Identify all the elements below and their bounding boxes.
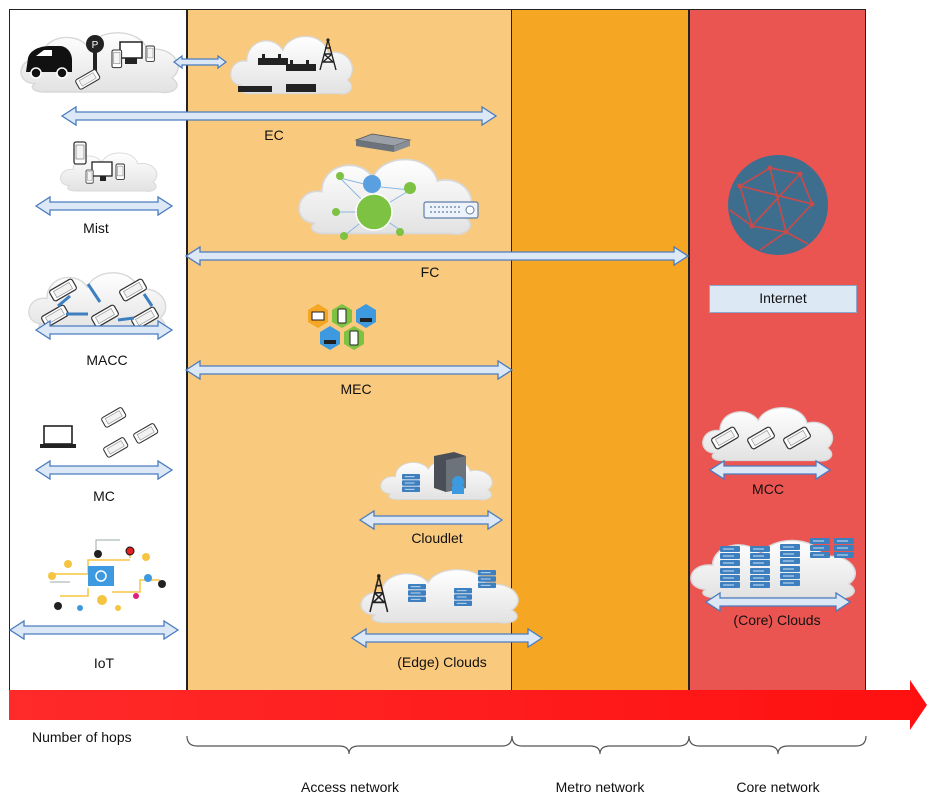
car-icon bbox=[26, 46, 72, 79]
core-network-brace bbox=[688, 735, 867, 755]
globe-icon bbox=[728, 155, 828, 255]
iot-range-arrow bbox=[8, 619, 180, 641]
core-network-label: Core network bbox=[736, 779, 820, 795]
mc-label: MC bbox=[93, 488, 115, 504]
ec-range-arrow bbox=[60, 105, 498, 127]
svg-text:P: P bbox=[92, 40, 99, 51]
fc-range-arrow bbox=[184, 245, 690, 267]
access-network-label: Access network bbox=[300, 779, 400, 795]
internet-box bbox=[709, 285, 857, 313]
internet-label: Internet bbox=[759, 290, 807, 306]
iot-label: IoT bbox=[93, 655, 115, 671]
ec-device-access-arrow bbox=[172, 54, 228, 70]
mc-range-arrow bbox=[34, 459, 174, 481]
number-of-hops-label: Number of hops bbox=[32, 729, 132, 745]
edge-clouds-cloud bbox=[360, 568, 519, 624]
mec-range-arrow bbox=[184, 359, 514, 381]
ec-label: EC bbox=[264, 127, 284, 143]
mcc-cloud bbox=[702, 407, 834, 462]
edge-clouds-label: (Edge) Clouds bbox=[397, 654, 487, 670]
cloudlet-cloud bbox=[380, 452, 493, 501]
mist-device-cloud bbox=[60, 141, 158, 192]
core-clouds-range-arrow bbox=[704, 591, 852, 613]
core-clouds-cloud bbox=[690, 537, 857, 599]
hexagon-device-icon bbox=[308, 304, 376, 350]
network-braces bbox=[186, 735, 867, 755]
iot-network-graphic bbox=[48, 539, 166, 611]
ec-device-cloud: P bbox=[20, 32, 179, 94]
core-clouds-label: (Core) Clouds bbox=[733, 612, 821, 628]
mist-label: Mist bbox=[83, 220, 109, 236]
macc-label: MACC bbox=[86, 352, 128, 368]
hops-arrow bbox=[9, 680, 927, 730]
metro-network-label: Metro network bbox=[555, 779, 645, 795]
smartphone-icon bbox=[111, 49, 123, 69]
fc-cloud bbox=[298, 133, 479, 240]
cloudlet-label: Cloudlet bbox=[411, 530, 463, 546]
mcc-label: MCC bbox=[752, 481, 784, 497]
range-arrows bbox=[8, 54, 852, 649]
ec-access-cloud bbox=[230, 35, 354, 95]
edge-clouds-range-arrow bbox=[350, 627, 544, 649]
network-switch-icon bbox=[423, 201, 479, 219]
mec-label: MEC bbox=[340, 381, 372, 397]
mc-devices bbox=[40, 406, 160, 459]
macc-range-arrow bbox=[34, 319, 174, 341]
server-rack-icon bbox=[354, 133, 412, 152]
fc-label: FC bbox=[420, 264, 440, 280]
parking-meter-icon: P bbox=[86, 35, 104, 72]
access-network-brace bbox=[186, 735, 513, 755]
cloudlet-range-arrow bbox=[358, 509, 504, 531]
metro-network-brace bbox=[511, 735, 690, 755]
server-rack-icon bbox=[434, 452, 466, 494]
mist-range-arrow bbox=[34, 195, 174, 217]
macc-device-cloud bbox=[28, 272, 167, 334]
mcc-range-arrow bbox=[708, 459, 832, 481]
